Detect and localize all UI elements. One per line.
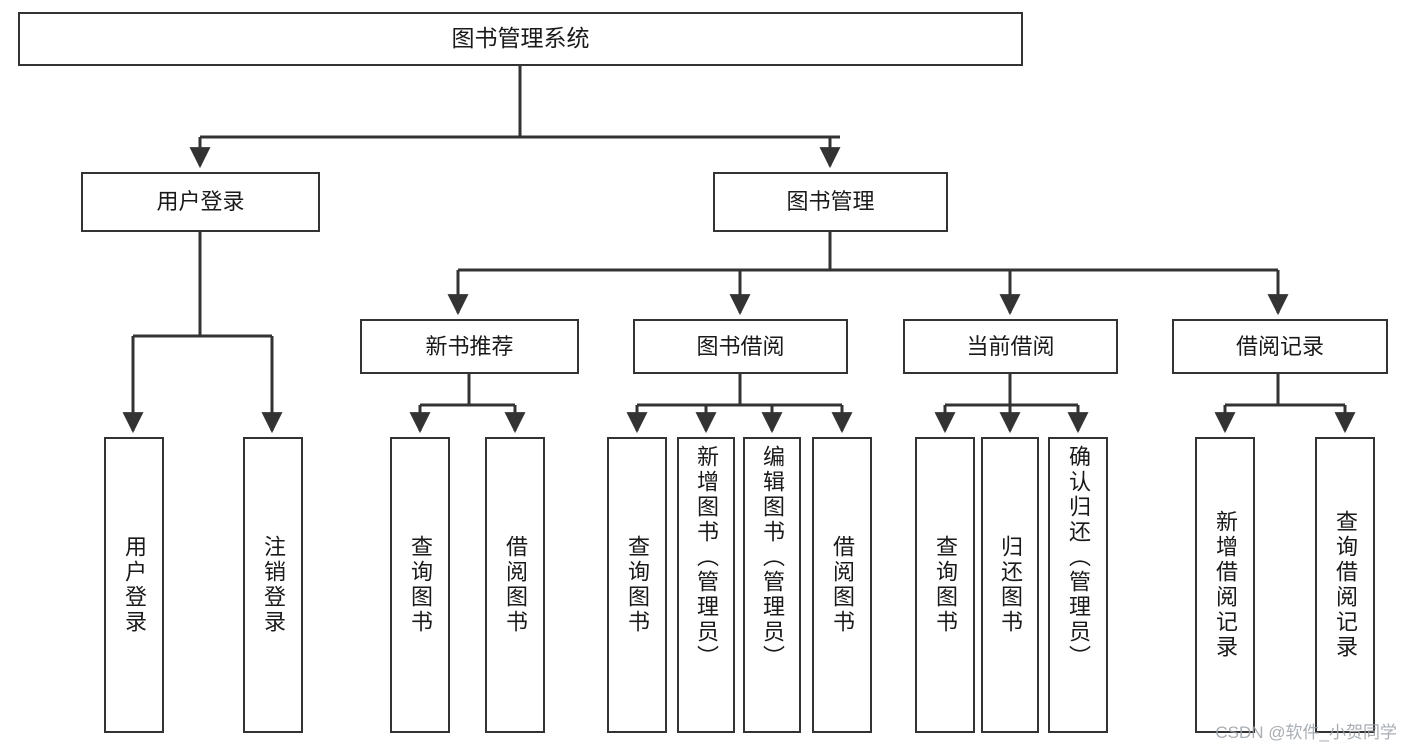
- leaf-recommend-borrow-book-label: 借阅图书: [503, 535, 528, 635]
- leaf-borrow-add-book-label: 新增图书（管理员）: [694, 445, 719, 670]
- leaf-borrow-edit-book-label: 编辑图书（管理员）: [760, 445, 785, 670]
- leaf-current-query-book-label: 查询图书: [933, 535, 958, 635]
- leaf-record-add-label: 新增借阅记录: [1213, 510, 1238, 660]
- leaf-record-search[interactable]: 查询借阅记录: [1315, 437, 1375, 733]
- leaf-recommend-query-book-label: 查询图书: [408, 535, 433, 635]
- node-new-book-recommend-label: 新书推荐: [425, 333, 514, 359]
- leaf-user-login[interactable]: 用户登录: [104, 437, 164, 733]
- node-book-borrow[interactable]: 图书借阅: [633, 319, 848, 374]
- leaf-record-add[interactable]: 新增借阅记录: [1195, 437, 1255, 733]
- csdn-watermark: CSDN @软件_小贺同学: [1215, 723, 1397, 742]
- node-borrow-record-label: 借阅记录: [1235, 333, 1324, 359]
- leaf-record-search-label: 查询借阅记录: [1333, 510, 1358, 660]
- leaf-current-confirm-return[interactable]: 确认归还（管理员）: [1048, 437, 1108, 733]
- node-current-borrow[interactable]: 当前借阅: [903, 319, 1118, 374]
- node-book-management-label: 图书管理: [786, 189, 875, 215]
- leaf-borrow-do-borrow-label: 借阅图书: [830, 535, 855, 635]
- node-current-borrow-label: 当前借阅: [966, 333, 1055, 359]
- node-borrow-record[interactable]: 借阅记录: [1172, 319, 1388, 374]
- leaf-borrow-query-book-label: 查询图书: [625, 535, 650, 635]
- node-new-book-recommend[interactable]: 新书推荐: [360, 319, 579, 374]
- leaf-borrow-add-book[interactable]: 新增图书（管理员）: [677, 437, 735, 733]
- leaf-borrow-do-borrow[interactable]: 借阅图书: [812, 437, 872, 733]
- node-user-login[interactable]: 用户登录: [81, 172, 320, 232]
- leaf-borrow-edit-book[interactable]: 编辑图书（管理员）: [743, 437, 801, 733]
- leaf-user-logout[interactable]: 注销登录: [243, 437, 303, 733]
- leaf-borrow-query-book[interactable]: 查询图书: [607, 437, 667, 733]
- node-book-management[interactable]: 图书管理: [713, 172, 948, 232]
- node-user-login-label: 用户登录: [156, 189, 245, 215]
- leaf-current-confirm-return-label: 确认归还（管理员）: [1066, 445, 1091, 670]
- node-root-system-label: 图书管理系统: [451, 25, 590, 52]
- leaf-user-login-label: 用户登录: [122, 535, 147, 635]
- leaf-current-return-book[interactable]: 归还图书: [981, 437, 1039, 733]
- leaf-current-return-book-label: 归还图书: [998, 535, 1023, 635]
- node-book-borrow-label: 图书借阅: [696, 333, 785, 359]
- leaf-user-logout-label: 注销登录: [261, 535, 286, 635]
- leaf-recommend-query-book[interactable]: 查询图书: [390, 437, 450, 733]
- node-root-system[interactable]: 图书管理系统: [18, 12, 1023, 66]
- leaf-current-query-book[interactable]: 查询图书: [915, 437, 975, 733]
- leaf-recommend-borrow-book[interactable]: 借阅图书: [485, 437, 545, 733]
